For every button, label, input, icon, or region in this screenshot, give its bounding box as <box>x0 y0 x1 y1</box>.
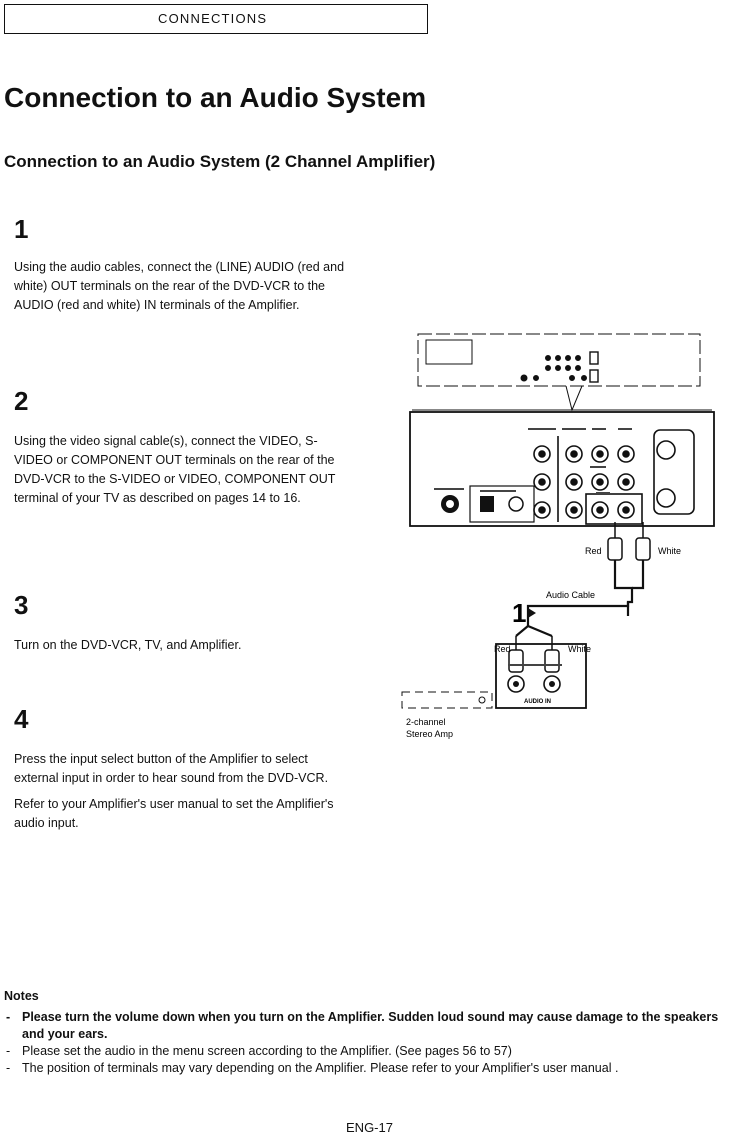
red-label-top: Red <box>585 546 602 556</box>
page-subtitle: Connection to an Audio System (2 Channel… <box>4 152 436 171</box>
white-label-top: White <box>658 546 681 556</box>
note-text: The position of terminals may vary depen… <box>22 1061 619 1075</box>
connection-diagram: Red White Audio Cable 1 Red White AUDIO … <box>401 333 715 739</box>
step-1-marker: 1 <box>512 598 526 628</box>
notes-section: Notes -Please turn the volume down when … <box>4 988 734 1077</box>
amp-label-line2: Stereo Amp <box>406 729 453 739</box>
step-4-paragraph-1: Press the input select button of the Amp… <box>14 752 329 785</box>
step-2-text: Using the video signal cable(s), connect… <box>14 432 354 508</box>
page-title: Connection to an Audio System <box>4 82 427 113</box>
step-3-paragraph: Turn on the DVD-VCR, TV, and Amplifier. <box>14 638 242 652</box>
amplifier-icon <box>401 691 493 709</box>
amplifier-audio-in-panel <box>495 643 587 709</box>
red-label-bottom: Red <box>494 644 511 654</box>
amp-label-line1: 2-channel <box>406 717 446 727</box>
callout-lines <box>565 385 583 412</box>
dvd-vcr-rear-small <box>417 333 701 387</box>
audio-in-label: AUDIO IN <box>524 699 551 705</box>
note-text: Please set the audio in the menu screen … <box>22 1044 512 1058</box>
note-text: Please turn the volume down when you tur… <box>22 1010 719 1041</box>
note-item: -Please set the audio in the menu screen… <box>6 1044 512 1058</box>
step-1-paragraph: Using the audio cables, connect the (LIN… <box>14 260 345 312</box>
step-1-number: 1 <box>14 214 29 244</box>
section-tab-label: CONNECTIONS <box>158 11 268 26</box>
step-4-text: Press the input select button of the Amp… <box>14 750 354 833</box>
step-4-paragraph-2: Refer to your Amplifier's user manual to… <box>14 797 334 830</box>
note-item: -Please turn the volume down when you tu… <box>6 1010 719 1041</box>
audio-plugs-dvd-end <box>607 522 651 561</box>
step-3-number: 3 <box>14 590 29 620</box>
step-1-text: Using the audio cables, connect the (LIN… <box>14 258 354 315</box>
note-item: -The position of terminals may vary depe… <box>6 1061 619 1075</box>
page-number: ENG-17 <box>346 1120 393 1135</box>
white-label-bottom: White <box>568 644 591 654</box>
audio-cable-label: Audio Cable <box>546 590 595 600</box>
audio-plugs-amp-end <box>508 636 560 673</box>
step-1-marker-arrow <box>528 608 536 618</box>
dvd-vcr-rear-panel <box>409 411 715 527</box>
notes-title: Notes <box>4 989 39 1003</box>
step-3-text: Turn on the DVD-VCR, TV, and Amplifier. <box>14 636 354 655</box>
step-2-paragraph: Using the video signal cable(s), connect… <box>14 434 336 505</box>
section-tab: CONNECTIONS <box>4 4 428 34</box>
step-2-number: 2 <box>14 386 29 416</box>
step-4-number: 4 <box>14 704 29 734</box>
